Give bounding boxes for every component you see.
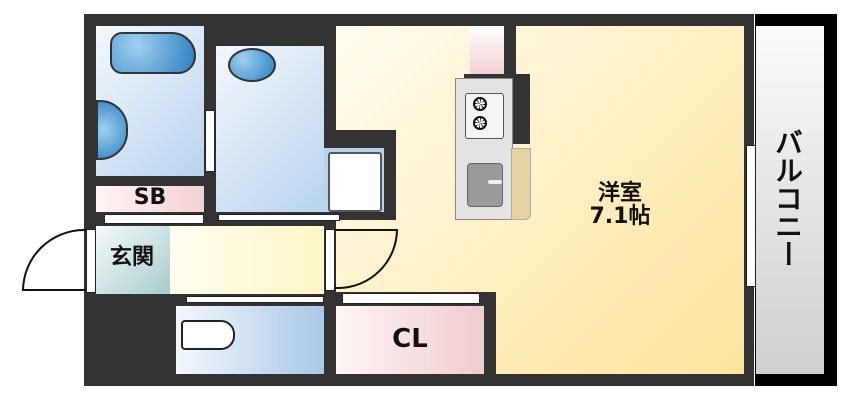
storage-label: SB [133, 185, 167, 210]
washroom-door[interactable] [218, 214, 340, 221]
toilet-door[interactable] [186, 296, 324, 303]
washbasin-icon [228, 48, 276, 82]
entrance-door-swing [22, 229, 86, 291]
toilet-icon [181, 320, 235, 350]
closet [336, 306, 484, 374]
storage-door[interactable] [104, 214, 204, 224]
entrance-label: 玄関 [109, 245, 154, 270]
sink [467, 163, 503, 207]
burner-icon [473, 116, 487, 130]
entrance [96, 226, 170, 294]
closet-door[interactable] [342, 293, 480, 304]
bathroom-door[interactable] [205, 110, 215, 172]
room-size: 7.1帖 [589, 204, 651, 230]
balcony [756, 26, 824, 374]
washing-machine-icon [328, 152, 382, 212]
storage-box [96, 186, 204, 212]
hallway [170, 226, 324, 294]
faucet-icon [488, 180, 502, 184]
burner-icon [473, 97, 487, 111]
counter-side [511, 148, 531, 220]
western-room-label: 洋室 7.1帖 [560, 182, 680, 228]
entrance-door[interactable] [86, 229, 96, 293]
range-hood [470, 26, 504, 74]
kitchen-wall [504, 26, 516, 82]
stove [465, 93, 504, 139]
balcony-label: バルコニー [771, 128, 804, 268]
closet-label: CL [392, 324, 428, 354]
room-name: 洋室 [597, 181, 642, 206]
bathtub-icon [110, 32, 196, 74]
balcony-window[interactable] [746, 145, 756, 287]
